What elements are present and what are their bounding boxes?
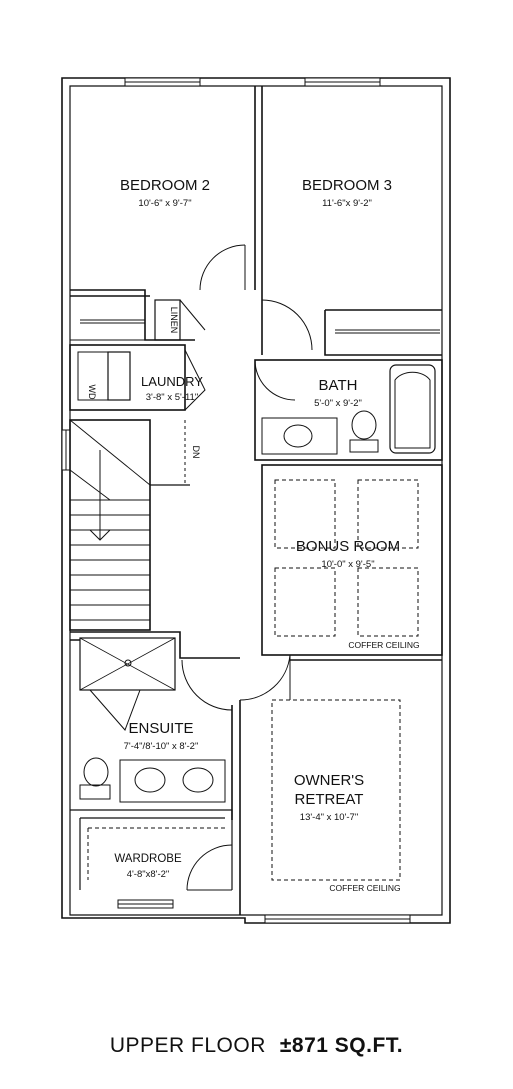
label-bonus-room: BONUS ROOM <box>296 538 400 555</box>
dims-ensuite: 7'-4"/8'-10" x 8'-2" <box>124 741 199 752</box>
wall-bedroom-divider <box>254 86 263 300</box>
wd-cabinet <box>77 351 109 401</box>
label-linen: LINEN <box>169 307 179 334</box>
linen-closet <box>154 299 181 341</box>
washer-dryer <box>107 351 131 401</box>
laundry-room-walls <box>69 344 186 411</box>
owners-walls <box>239 659 442 915</box>
coffer-ceiling-bonus <box>274 479 419 637</box>
stair-arrow <box>89 450 111 541</box>
label-wardrobe: WARDROBE <box>114 853 182 865</box>
ensuite-walls <box>70 631 241 890</box>
label-washer-dryer: WD <box>87 385 97 400</box>
shower-door <box>89 689 141 731</box>
shower <box>79 637 176 691</box>
wardrobe-walls <box>70 809 233 890</box>
note-bonus-coffer: COFFER CEILING <box>348 640 419 650</box>
label-owners-line1: OWNER'S <box>294 772 364 789</box>
dims-wardrobe: 4'-8"x8'-2" <box>127 869 170 880</box>
stair-treads <box>69 419 151 621</box>
label-stairs-down: DN <box>191 446 201 459</box>
dims-owners: 13'-4" x 10'-7" <box>300 812 358 823</box>
window-top-left <box>124 77 201 87</box>
wardrobe-rod <box>87 827 225 880</box>
stairwell <box>69 419 151 631</box>
bonus-room-walls <box>261 464 443 656</box>
window-bottom-left <box>117 899 174 909</box>
floor-title: UPPER FLOOR <box>109 1034 266 1057</box>
ensuite-sink-left <box>134 767 166 793</box>
dims-bath: 5'-0" x 9'-2" <box>314 398 362 409</box>
window-stairs <box>61 429 71 471</box>
label-ensuite: ENSUITE <box>128 720 193 737</box>
window-bottom-right <box>264 914 411 924</box>
label-bedroom2: BEDROOM 2 <box>120 177 210 194</box>
exterior-wall-inner <box>69 85 443 916</box>
bathtub <box>389 364 436 454</box>
bath-vanity <box>261 417 338 455</box>
ensuite-vanity <box>119 759 226 803</box>
floor-caption: UPPER FLOOR ±871 SQ.FT. <box>0 1034 513 1058</box>
door-arc-wardrobe <box>186 844 233 891</box>
exterior-wall-outer <box>61 77 451 924</box>
bath-sink <box>283 424 313 448</box>
laundry-door <box>184 349 206 411</box>
wall-bedroom3-bottom <box>261 300 442 356</box>
label-laundry: LAUNDRY <box>141 374 203 389</box>
door-arc-bedroom2 <box>199 244 246 291</box>
linen-door <box>179 299 206 331</box>
dims-bonus-room: 10'-0" x 9'-5" <box>321 559 374 570</box>
label-bedroom3: BEDROOM 3 <box>302 177 392 194</box>
floor-area: ±871 SQ.FT. <box>279 1034 404 1057</box>
label-owners-line2: RETREAT <box>295 791 364 808</box>
door-arc-ensuite <box>181 659 233 711</box>
closet-bedroom3 <box>335 329 440 334</box>
bathtub-inner <box>394 371 431 449</box>
note-owners-coffer: COFFER CEILING <box>329 883 400 893</box>
coffer-ceiling-owners <box>271 699 401 881</box>
dims-bedroom3: 11'-6"x 9'-2" <box>322 198 372 209</box>
dims-bedroom2: 10'-6" x 9'-7" <box>138 198 191 209</box>
floor-plan: BEDROOM 2 10'-6" x 9'-7" BEDROOM 3 11'-6… <box>61 77 451 924</box>
ensuite-toilet <box>83 757 109 787</box>
window-top-right <box>304 77 381 87</box>
ensuite-sink-right <box>182 767 214 793</box>
bath-walls <box>254 359 443 461</box>
door-arc-bath <box>254 359 296 401</box>
door-arc-owners <box>239 654 291 701</box>
door-arc-bedroom3 <box>261 299 313 351</box>
bath-toilet <box>351 410 377 440</box>
closet-bedroom2 <box>70 319 150 341</box>
label-bath: BATH <box>319 377 358 394</box>
dims-laundry: 3'-8" x 5'-11" <box>146 392 198 403</box>
